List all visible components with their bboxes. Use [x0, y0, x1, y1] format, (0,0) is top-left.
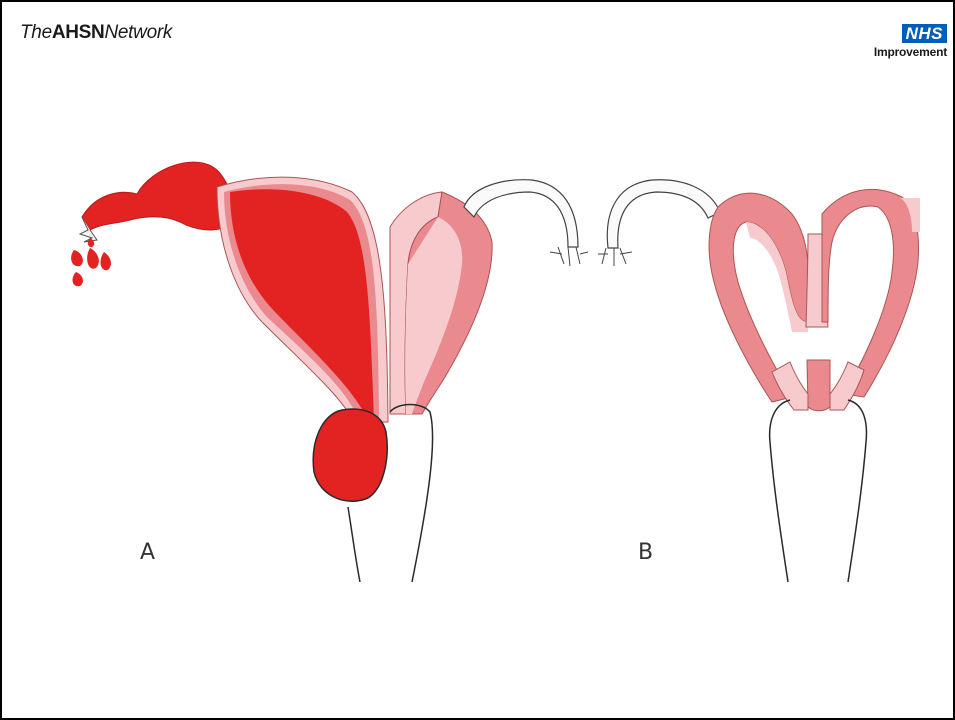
- vaginal-wall-left: [348, 507, 360, 582]
- vaginal-wall-right-b: [848, 400, 866, 582]
- right-uterine-horn: [822, 189, 918, 397]
- blood-drop: [73, 272, 83, 286]
- panel-b-uterus-septate: [598, 180, 920, 582]
- blood-drop: [101, 252, 111, 270]
- blood-drop: [87, 248, 99, 269]
- right-fimbria: [550, 247, 588, 266]
- brand-suffix: Network: [104, 22, 172, 43]
- cervix-outline-a: [390, 405, 433, 583]
- panel-b-left-fallopian-tube: [607, 180, 720, 248]
- vaginal-blood-collection: [313, 409, 387, 501]
- blood-drop: [71, 250, 83, 266]
- panel-a-uterus-haematometra: [71, 162, 588, 582]
- panel-a-label: A: [140, 540, 155, 565]
- nhs-mark: NHS: [902, 24, 947, 43]
- panel-b-left-fimbria: [598, 248, 632, 266]
- ahsn-network-logo: TheAHSNNetwork: [20, 22, 172, 44]
- anatomical-illustration: [52, 152, 922, 592]
- panel-b-label: B: [638, 540, 653, 565]
- nhs-subtitle: Improvement: [874, 45, 947, 59]
- brand-prefix: The: [20, 22, 52, 43]
- brand-bold: AHSN: [52, 22, 105, 43]
- left-tube-blood: [82, 162, 234, 230]
- cervix-outline-b: [770, 400, 790, 582]
- nhs-improvement-logo: NHS Improvement: [874, 24, 947, 59]
- lower-septum: [807, 360, 830, 411]
